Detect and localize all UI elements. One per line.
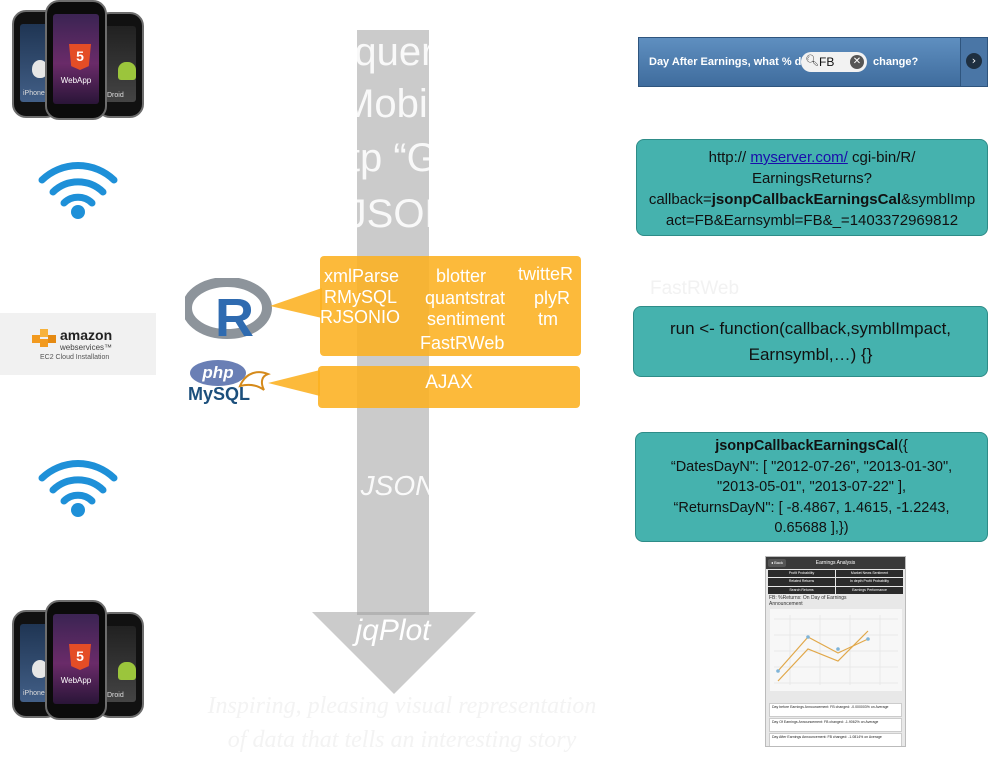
- svg-text:R: R: [215, 288, 254, 348]
- pkg-plyr: plyR: [534, 288, 571, 308]
- label-jquery: jquery: [345, 30, 455, 74]
- label-json-return: JSON: [360, 470, 436, 501]
- html5-icon: 5: [69, 644, 91, 670]
- mini-chart-title: FB: %Returns: On Day of Earnings Announc…: [769, 595, 847, 607]
- android-icon: [118, 662, 136, 680]
- webapp-label: WebApp: [60, 676, 92, 685]
- r-logo-icon: R: [185, 278, 272, 348]
- mini-btn-related-returns[interactable]: Related Returns: [768, 578, 835, 586]
- mini-button-grid: Profit Probability Market News Sentiment…: [768, 570, 903, 594]
- php-mysql-logo: php MySQL: [186, 360, 276, 408]
- pkg-blotter: blotter: [436, 266, 487, 286]
- label-json: JSON: [346, 192, 454, 236]
- pkg-twitter: twitteR: [518, 264, 574, 284]
- amazon-wordmark: amazon: [60, 327, 113, 343]
- json-line3: "2013-05-01", "2013-07-22" ],: [716, 479, 907, 495]
- mini-series-2: [777, 636, 869, 672]
- json-line1: jsonpCallbackEarningsCal({: [715, 438, 908, 454]
- request-line3: callback=jsonpCallbackEarningsCal&symblI…: [648, 191, 976, 208]
- mini-btn-indepth-profit[interactable]: In depth Profit Probability: [836, 578, 903, 586]
- mini-back-button[interactable]: ◂ Back: [768, 559, 787, 567]
- mini-title: Earnings Analysis: [815, 560, 856, 566]
- mini-btn-profit-probability[interactable]: Profit Probability: [768, 570, 835, 578]
- json-response-box: jsonpCallbackEarningsCal({ “DatesDayN": …: [635, 432, 988, 542]
- earnings-app-screenshot: ◂ Back Earnings Analysis Profit Probabil…: [765, 556, 906, 747]
- android-icon: [118, 62, 136, 80]
- flow-arrow-head: [312, 612, 476, 694]
- mini-header: ◂ Back Earnings Analysis: [766, 557, 905, 569]
- search-suffix: change?: [873, 56, 919, 68]
- r-function-box: run <- function(callback,symblImpact, Ea…: [633, 306, 988, 377]
- bottom-caption-line1: Inspiring, pleasing visual representatio…: [207, 693, 597, 719]
- go-arrow-icon: ›: [966, 53, 982, 69]
- apple-icon: [32, 60, 48, 78]
- html5-icon: 5: [69, 44, 91, 70]
- apple-icon: [32, 660, 48, 678]
- function-line1: run <- function(callback,symblImpact,: [669, 319, 952, 338]
- pkg-xmlparse: xmlParse: [324, 266, 400, 286]
- pkg-tm: tm: [538, 309, 558, 329]
- wifi-icon: [38, 162, 118, 219]
- php-icon: php: [190, 360, 246, 386]
- earnings-search-bar: Day After Earnings, what % did 🔍︎ FB ✕ c…: [638, 37, 988, 87]
- mini-line-chart: [770, 609, 902, 691]
- pkg-rjsonio: RJSONIO: [320, 307, 401, 327]
- pkg-sentiment: sentiment: [427, 309, 506, 329]
- request-line1: http:// myserver.com/ cgi-bin/R/: [708, 149, 916, 166]
- ajax-box: AJAX: [318, 366, 580, 408]
- symbol-search-input[interactable]: 🔍︎ FB ✕: [801, 52, 867, 72]
- bottom-caption-line2: of data that tells an interesting story: [227, 727, 577, 753]
- label-mobile: Mobile: [341, 82, 459, 126]
- webapp-label: WebApp: [60, 76, 92, 85]
- aws-cubes-icon: [32, 329, 56, 347]
- mini-btn-search-returns[interactable]: Search Returns: [768, 586, 835, 594]
- search-prefix: Day After Earnings, what % did: [649, 56, 812, 68]
- mini-btn-earnings-performance[interactable]: Earnings Performance: [836, 586, 903, 594]
- json-line2: “DatesDayN": [ "2012-07-26", "2013-01-30…: [670, 458, 953, 475]
- amazon-caption: EC2 Cloud Installation: [40, 354, 110, 361]
- server-link[interactable]: myserver.com/: [750, 149, 848, 166]
- mini-row-day-of: Day Of Earnings Announcement: FB changed…: [769, 718, 902, 732]
- json-line4: “ReturnsDayN": [ -8.4867, 1.4615, -1.224…: [673, 499, 950, 516]
- request-line2: EarningsReturns?: [751, 170, 873, 187]
- function-line2: Earnsymbl,…) {}: [748, 345, 873, 364]
- faint-fastrweb-label: FastRWeb: [650, 278, 740, 299]
- mini-row-day-before: Day before Earnings Announcement: FB cha…: [769, 703, 902, 717]
- mini-row-day-after: Day After Earnings Announcement: FB chan…: [769, 733, 902, 746]
- wifi-icon: [38, 460, 118, 517]
- label-jqplot: jqPlot: [355, 614, 431, 647]
- pkg-quantstrat: quantstrat: [425, 288, 506, 308]
- mysql-icon: MySQL: [188, 384, 251, 404]
- clear-icon[interactable]: ✕: [850, 55, 864, 69]
- symbol-value: FB: [819, 55, 835, 69]
- dolphin-icon: [238, 371, 271, 391]
- r-packages-box: xmlParse blotter twitteR RMySQL quantstr…: [320, 256, 581, 356]
- go-button[interactable]: ›: [960, 38, 987, 86]
- ajax-label: AJAX: [425, 372, 473, 393]
- http-request-box: http:// myserver.com/ cgi-bin/R/ Earning…: [636, 139, 988, 236]
- r-callout-pointer: [270, 288, 322, 318]
- json-line5: 0.65688 ],}): [774, 520, 849, 536]
- pkg-fastrweb: FastRWeb: [420, 333, 505, 353]
- mini-btn-market-sentiment[interactable]: Market News Sentiment: [836, 570, 903, 578]
- amazon-subtext: webservices™: [60, 343, 113, 352]
- pkg-rmysql: RMySQL: [324, 287, 398, 307]
- request-line4: act=FB&Earnsymbl=FB&_=1403372969812: [665, 212, 959, 229]
- search-icon: 🔍︎: [805, 54, 819, 67]
- amazon-ec2-logo: amazon webservices™ EC2 Cloud Installati…: [0, 313, 156, 375]
- label-http-get: http “Get”: [315, 136, 485, 180]
- ajax-callout-pointer: [268, 370, 320, 396]
